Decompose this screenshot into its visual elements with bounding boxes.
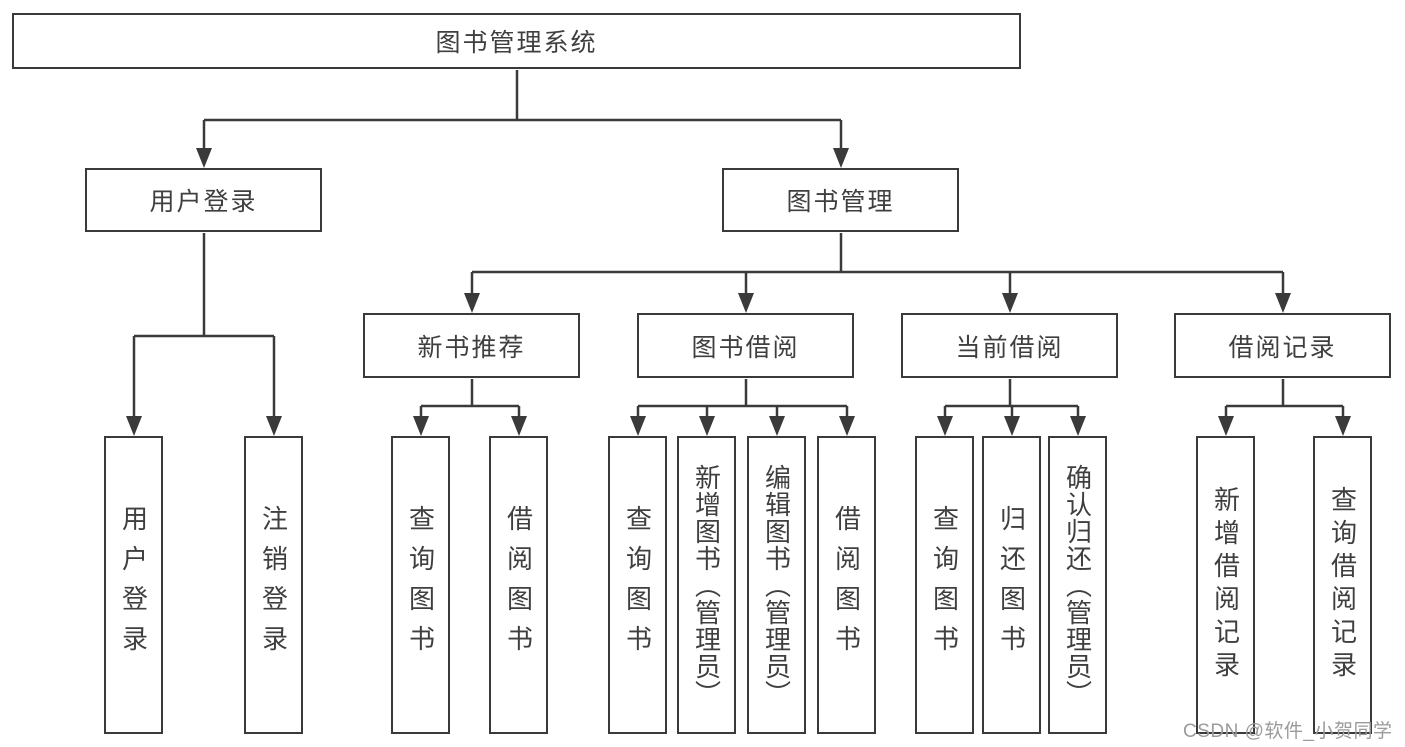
leaf-query-borrow-record: 查询借阅记录 (1313, 436, 1372, 734)
leaf-user-login: 用户登录 (104, 436, 163, 734)
leaf-user-login-label: 用户登录 (118, 505, 149, 665)
leaf-borrow-books-label: 借阅图书 (831, 505, 862, 665)
leaf-query-books-borrow-label: 查询图书 (622, 505, 653, 665)
leaf-confirm-return-admin-label: 确认归还（管理员） (1062, 463, 1093, 707)
leaf-return-book-label: 归还图书 (996, 505, 1027, 665)
node-current-borrow: 当前借阅 (901, 313, 1118, 378)
leaf-edit-book-admin: 编辑图书（管理员） (747, 436, 806, 734)
node-book-borrow: 图书借阅 (637, 313, 854, 378)
node-library-system: 图书管理系统 (12, 13, 1021, 69)
leaf-borrow-books-recommend: 借阅图书 (489, 436, 548, 734)
leaf-query-books-borrow: 查询图书 (608, 436, 667, 734)
leaf-query-borrow-record-label: 查询借阅记录 (1327, 486, 1358, 684)
leaf-logout: 注销登录 (244, 436, 303, 734)
node-borrow-records: 借阅记录 (1174, 313, 1391, 378)
leaf-add-borrow-record: 新增借阅记录 (1196, 436, 1255, 734)
leaf-add-borrow-record-label: 新增借阅记录 (1210, 486, 1241, 684)
leaf-borrow-books-recommend-label: 借阅图书 (503, 505, 534, 665)
leaf-add-book-admin-label: 新增图书（管理员） (691, 463, 722, 707)
leaf-edit-book-admin-label: 编辑图书（管理员） (761, 463, 792, 707)
leaf-query-books-recommend-label: 查询图书 (405, 505, 436, 665)
node-new-book-recommend: 新书推荐 (363, 313, 580, 378)
leaf-query-books-recommend: 查询图书 (391, 436, 450, 734)
node-book-management: 图书管理 (722, 168, 959, 232)
leaf-query-books-current: 查询图书 (915, 436, 974, 734)
watermark: CSDN @软件_小贺同学 (1183, 721, 1393, 742)
leaf-logout-label: 注销登录 (258, 505, 289, 665)
leaf-return-book: 归还图书 (982, 436, 1041, 734)
leaf-query-books-current-label: 查询图书 (929, 505, 960, 665)
leaf-confirm-return-admin: 确认归还（管理员） (1048, 436, 1107, 734)
leaf-add-book-admin: 新增图书（管理员） (677, 436, 736, 734)
node-user-login: 用户登录 (85, 168, 322, 232)
leaf-borrow-books: 借阅图书 (817, 436, 876, 734)
